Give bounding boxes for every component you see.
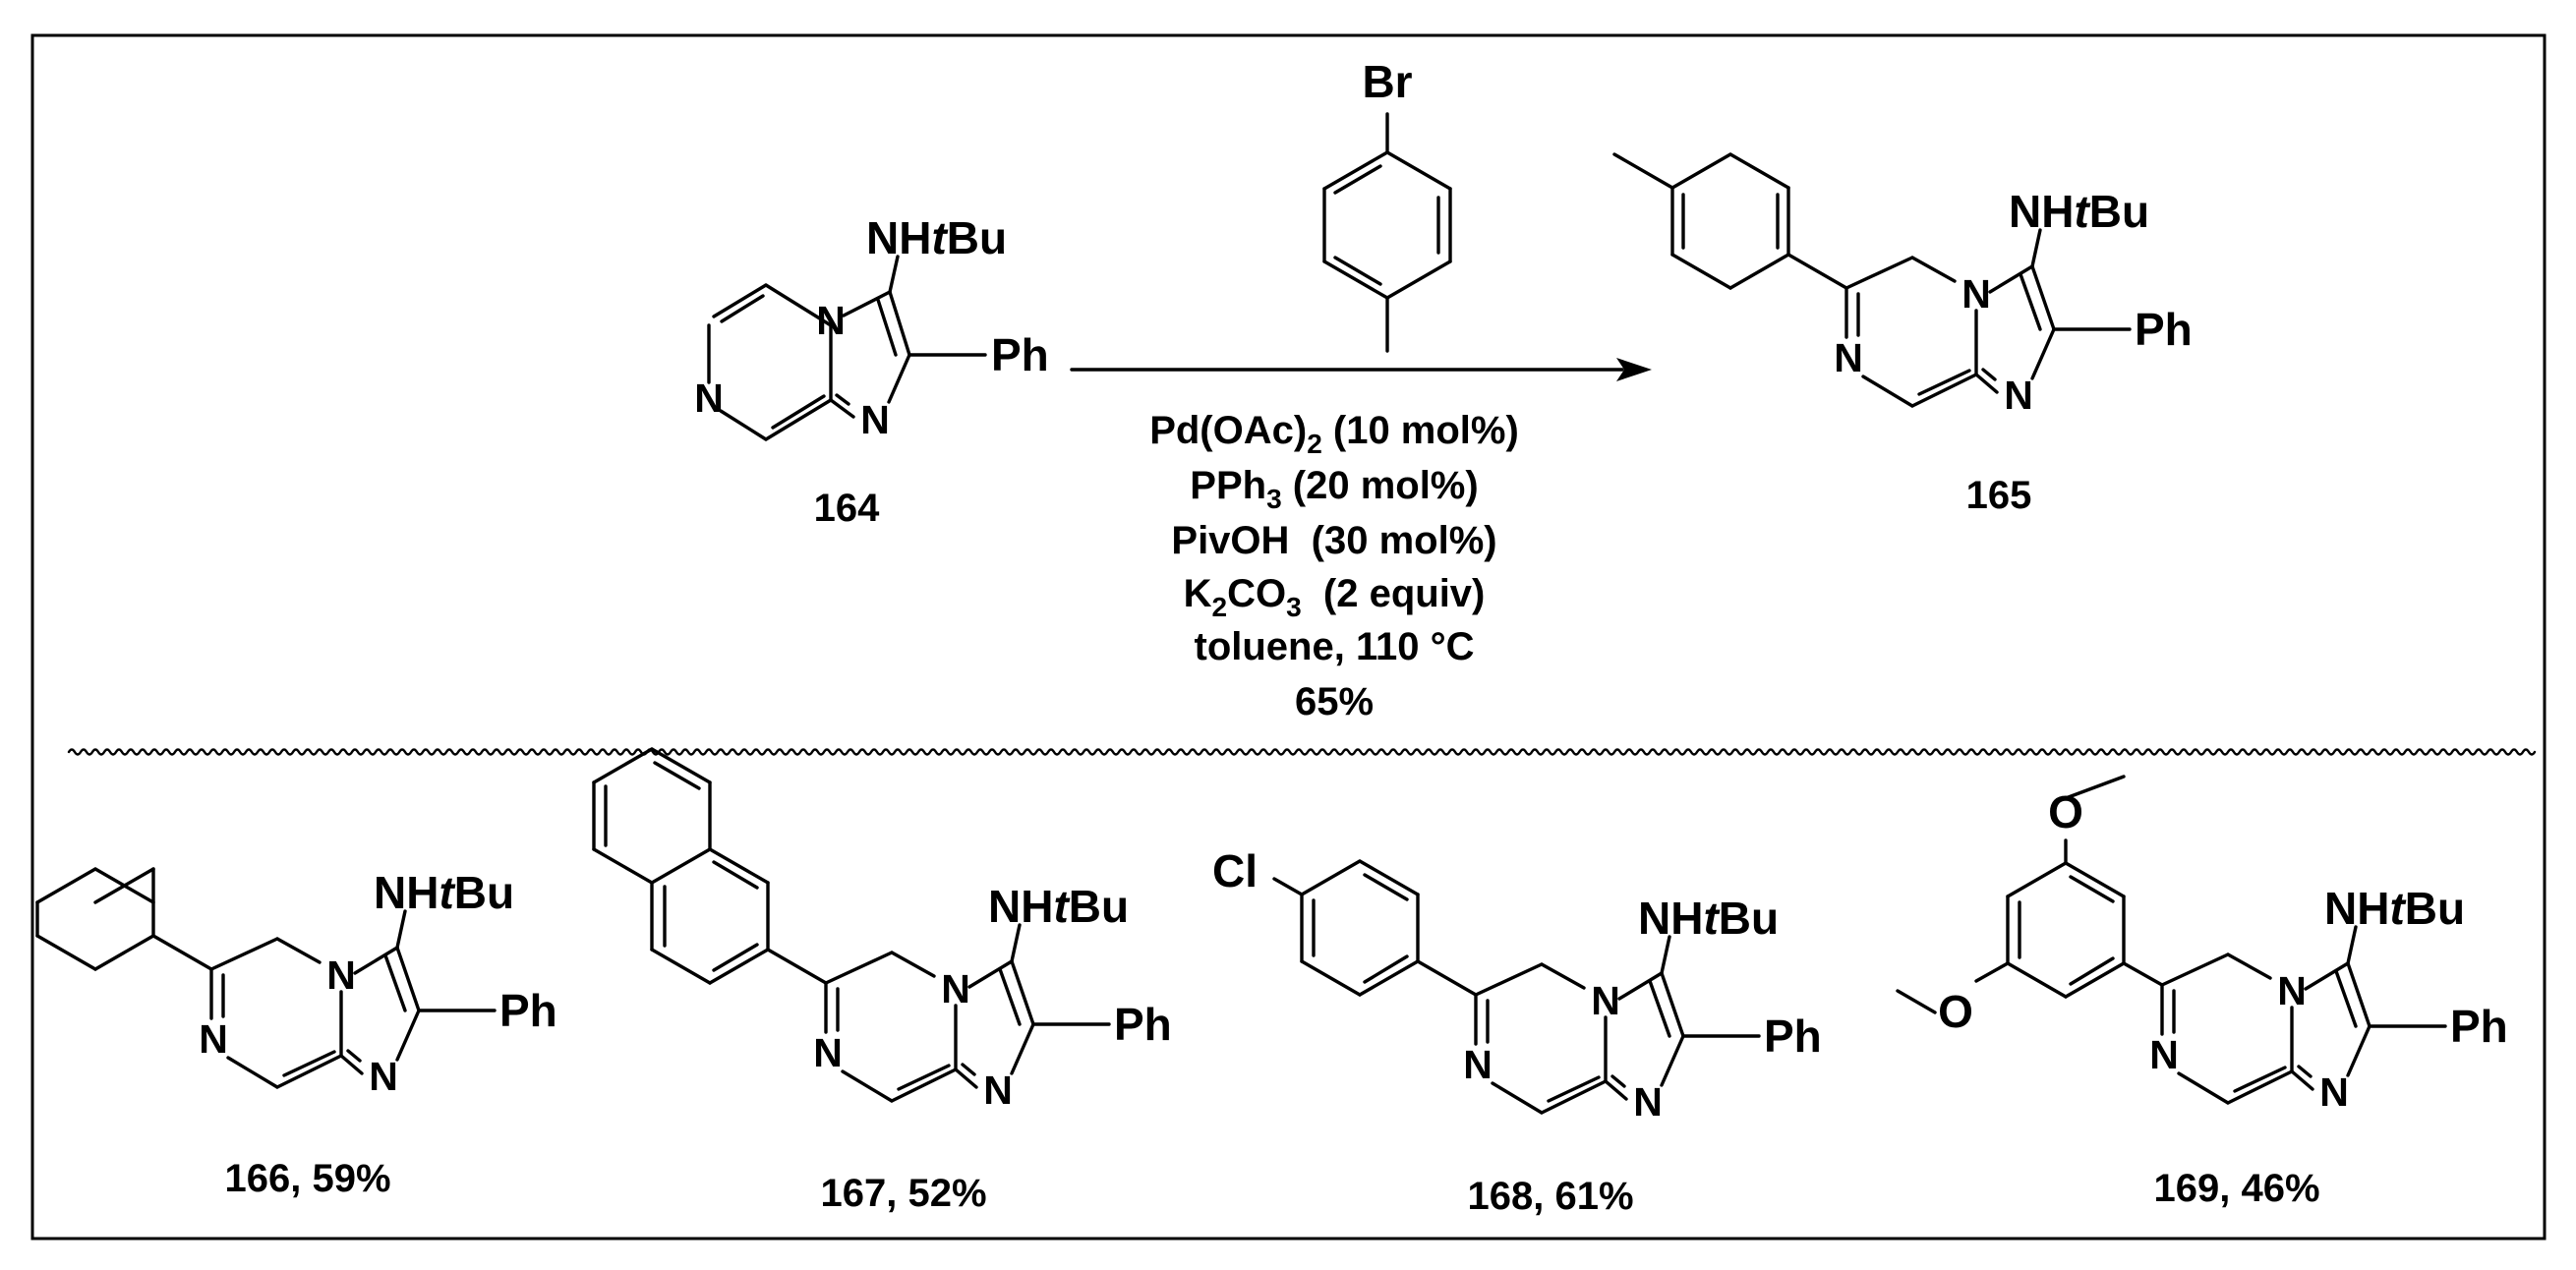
example-169-aryl bbox=[1896, 775, 2164, 1014]
example-166-aryl bbox=[35, 867, 213, 971]
condition-catalyst: Pd(OAc)2 (10 mol%) bbox=[1149, 409, 1519, 459]
example-167-aryl bbox=[592, 747, 828, 985]
reagent-4-bromotoluene: Br bbox=[1322, 56, 1452, 353]
wavy-divider bbox=[67, 748, 2537, 756]
example-169-n-right: N bbox=[2319, 1069, 2349, 1115]
product-165-label: 165 bbox=[1966, 474, 2032, 517]
example-168-n-right: N bbox=[1633, 1079, 1663, 1125]
product-165: N N N NHtBu Ph 165 bbox=[1612, 152, 2193, 517]
reactant-164-label: 164 bbox=[814, 487, 880, 530]
reaction-arrow bbox=[1070, 358, 1652, 381]
example-169-o-top: O bbox=[2048, 786, 2083, 837]
condition-base: K2CO3 (2 equiv) bbox=[1184, 572, 1486, 622]
product-165-n-bridge: N bbox=[1961, 271, 1991, 317]
reactant-164-nhtbu: NHtBu bbox=[866, 212, 1007, 263]
reaction-conditions: Pd(OAc)2 (10 mol%) PPh3 (20 mol%) PivOH … bbox=[1149, 409, 1519, 723]
condition-yield: 65% bbox=[1295, 680, 1374, 723]
example-168-cl: Cl bbox=[1212, 845, 1258, 896]
example-167-label: 167, 52% bbox=[820, 1172, 986, 1215]
reactant-164-bonds bbox=[707, 255, 987, 441]
example-166-ph: Ph bbox=[499, 985, 557, 1036]
example-167-ph: Ph bbox=[1114, 999, 1172, 1050]
example-167-n-right: N bbox=[983, 1068, 1013, 1113]
example-166-n-right: N bbox=[369, 1054, 398, 1099]
example-168-nhtbu: NHtBu bbox=[1638, 893, 1779, 944]
condition-additive: PivOH (30 mol%) bbox=[1171, 519, 1496, 562]
example-166-nhtbu: NHtBu bbox=[374, 867, 514, 918]
example-169-nhtbu: NHtBu bbox=[2324, 883, 2465, 934]
example-169-n-bridge: N bbox=[2277, 968, 2307, 1013]
product-165-ph: Ph bbox=[2135, 304, 2193, 355]
example-168-aryl bbox=[1272, 859, 1478, 997]
reactant-164-ph: Ph bbox=[991, 329, 1049, 380]
reactant-164: N N N NHtBu Ph 164 bbox=[694, 212, 1049, 530]
condition-solvent-temp: toluene, 110 °C bbox=[1195, 625, 1475, 668]
reactant-164-n-left: N bbox=[694, 375, 724, 421]
example-169-ph: Ph bbox=[2450, 1001, 2508, 1052]
example-168-ph: Ph bbox=[1764, 1010, 1822, 1062]
product-165-n-left: N bbox=[1834, 335, 1863, 380]
example-168-n-bridge: N bbox=[1591, 978, 1620, 1023]
scheme-frame bbox=[30, 33, 2547, 1241]
example-167-n-bridge: N bbox=[941, 966, 970, 1011]
example-167-nhtbu: NHtBu bbox=[988, 881, 1129, 932]
example-169-label: 169, 46% bbox=[2153, 1167, 2319, 1210]
example-168-label: 168, 61% bbox=[1467, 1175, 1633, 1218]
example-166-core-bonds bbox=[209, 909, 497, 1089]
example-169-o-left: O bbox=[1938, 986, 1973, 1037]
example-166-label: 166, 59% bbox=[224, 1157, 390, 1200]
example-167-core-bonds bbox=[824, 923, 1111, 1103]
example-168-core-bonds bbox=[1474, 935, 1761, 1115]
product-165-bonds bbox=[1612, 152, 2132, 408]
example-166-n-bridge: N bbox=[326, 952, 356, 998]
example-168-n-left: N bbox=[1463, 1042, 1493, 1087]
product-165-nhtbu: NHtBu bbox=[2009, 186, 2149, 237]
product-165-n-right: N bbox=[2004, 373, 2033, 418]
reactant-164-n-bridge: N bbox=[816, 298, 846, 343]
example-167-n-left: N bbox=[813, 1030, 843, 1075]
reagent-br: Br bbox=[1362, 56, 1412, 107]
reactant-164-n-right: N bbox=[860, 397, 890, 442]
example-169-n-left: N bbox=[2149, 1032, 2179, 1077]
reagent-bonds bbox=[1322, 112, 1452, 353]
example-166-n-left: N bbox=[199, 1016, 228, 1062]
condition-ligand: PPh3 (20 mol%) bbox=[1190, 464, 1478, 514]
example-169-core-bonds bbox=[2160, 925, 2447, 1105]
